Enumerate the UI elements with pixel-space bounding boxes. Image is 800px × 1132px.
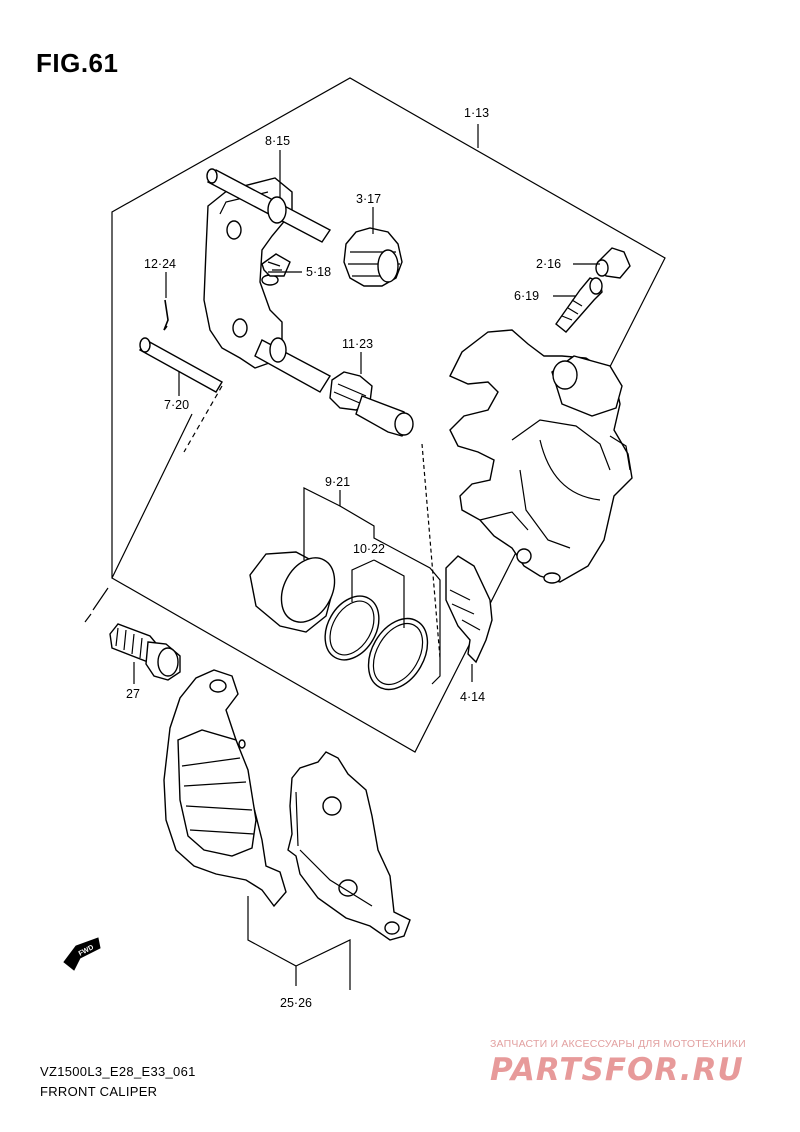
- caliper-bracket: [203, 168, 332, 393]
- bleeder-valve: [555, 277, 603, 333]
- callout-pad-spring: 4·14: [460, 690, 485, 704]
- caliper-body: [449, 329, 633, 584]
- callout-pad-pin: 7·20: [164, 398, 189, 412]
- mount-bolt: [109, 623, 181, 681]
- watermark-logo: PARTSFOR.RU: [490, 1052, 744, 1088]
- callout-bracket-spring: 5·18: [306, 265, 331, 279]
- callout-slide-pin: 11·23: [342, 337, 373, 351]
- bracket-spring-detail: [267, 261, 282, 271]
- callout-bleeder-valve: 6·19: [514, 289, 539, 303]
- watermark-tagline: ЗАПЧАСТИ И АКСЕССУАРЫ ДЛЯ МОТОТЕХНИКИ: [490, 1038, 746, 1050]
- clip: [163, 299, 169, 331]
- callout-bleeder-cap: 2·16: [536, 257, 561, 271]
- brake-pad-outer: [287, 751, 411, 941]
- callout-clip: 12·24: [144, 257, 176, 271]
- callout-labels: 1·13 8·15 3·17 12·24 5·18 2·16 6·19 11·2…: [126, 106, 561, 1010]
- piston: [249, 551, 336, 633]
- slide-pin: [329, 371, 414, 437]
- brake-pad-inner: [163, 669, 287, 908]
- leader-line: [92, 587, 109, 611]
- bleeder-cap: [595, 247, 631, 279]
- assembly-outline: [111, 77, 666, 753]
- pad-pin: [139, 337, 223, 393]
- pin-boot: [343, 227, 403, 287]
- forward-direction-arrow: FWD: [63, 937, 101, 971]
- pad-spring: [445, 555, 493, 664]
- callout-pad-set: 25·26: [280, 996, 312, 1010]
- diagram-description: FRRONT CALIPER: [40, 1084, 158, 1099]
- piston-seals: [324, 595, 429, 691]
- figure-title: FIG.61: [36, 48, 119, 78]
- callout-piston: 9·21: [325, 475, 350, 489]
- leader-lines: [133, 124, 600, 990]
- callout-assembly: 1·13: [464, 106, 489, 120]
- model-code: VZ1500L3_E28_E33_061: [40, 1064, 196, 1079]
- callout-pin-boot: 3·17: [356, 192, 381, 206]
- callout-slide-pin-bracket: 8·15: [265, 134, 290, 148]
- callout-mount-bolt: 27: [126, 687, 140, 701]
- leader-line: [84, 613, 92, 623]
- callout-seal-set: 10·22: [353, 542, 385, 556]
